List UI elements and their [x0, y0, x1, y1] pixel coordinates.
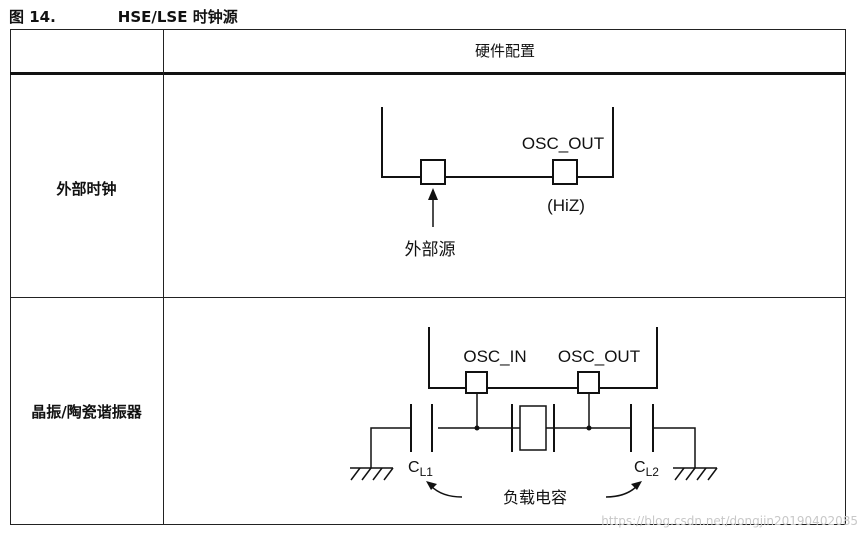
cap-label-cl1: CL1 [408, 459, 433, 479]
curved-arrow-right-head [631, 481, 642, 490]
mcu-outline [381, 107, 614, 178]
row-divider [10, 297, 846, 298]
header-rule [10, 72, 846, 75]
watermark: https://blog.csdn.net/dongjin20190402085 [601, 514, 858, 528]
figure-name: HSE/LSE 时钟源 [117, 8, 238, 26]
config-table [10, 29, 846, 525]
pin-label-osc-in: OSC_IN [463, 347, 526, 366]
pin-state-hiz: (HiZ) [547, 196, 585, 215]
ground-icon-right [673, 467, 718, 481]
osc-in-pin [420, 159, 446, 185]
mcu-outline-2 [428, 327, 658, 389]
osc-out-pin [552, 159, 578, 185]
external-clock-diagram: OSC_OUT (HiZ) 外部源 [381, 107, 614, 259]
curved-arrow-left-head [426, 481, 437, 490]
pin-label-osc-out-2: OSC_OUT [558, 347, 640, 366]
external-source-label: 外部源 [405, 240, 456, 259]
curved-arrow-left [430, 485, 463, 498]
load-capacitors-label: 负载电容 [503, 489, 567, 507]
ground-lead-left [370, 427, 411, 468]
crystal-resonator-diagram: OSC_IN OSC_OUT CL1 CL2 负载电容 [350, 327, 718, 507]
figure-title: 图 14. HSE/LSE 时钟源 [9, 6, 238, 27]
ground-icon-left [350, 467, 394, 481]
source-arrow-head [428, 188, 438, 200]
row-label-crystal-resonator: 晶振/陶瓷谐振器 [31, 403, 142, 421]
crystal-body [519, 405, 547, 451]
cap-label-cl2: CL2 [634, 459, 659, 479]
ground-lead-right [653, 427, 696, 468]
osc-in-pin-2 [465, 371, 488, 394]
column-divider [163, 29, 164, 525]
figure-number: 图 14. [9, 8, 56, 26]
osc-out-pin-2 [577, 371, 600, 394]
curved-arrow-right [605, 485, 638, 498]
column-header-hardware-config: 硬件配置 [474, 42, 535, 60]
row-label-external-clock: 外部时钟 [56, 180, 117, 198]
pin-label-osc-out: OSC_OUT [522, 134, 604, 153]
